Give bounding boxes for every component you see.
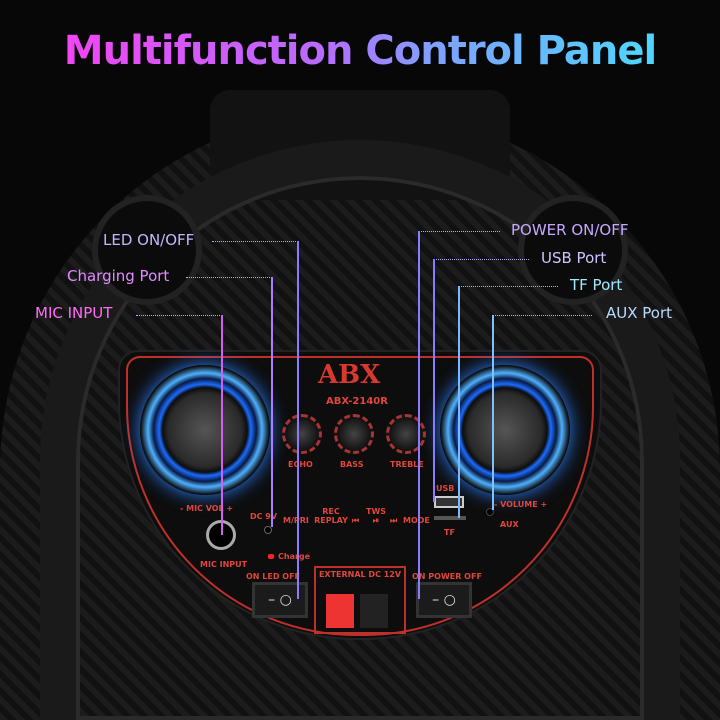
black-terminal[interactable] [360, 594, 388, 628]
tf-callout-hline [458, 286, 558, 288]
external-dc-label: EXTERNAL DC 12V [318, 570, 402, 579]
echo-knob[interactable] [282, 414, 322, 454]
power-callout-line [418, 231, 420, 599]
volume-knob[interactable] [440, 365, 570, 495]
model-number: ABX-2140R [326, 396, 388, 407]
aux-callout-hline [492, 315, 592, 317]
callout-aux-port: AUX Port [606, 304, 673, 322]
mic-volume-knob[interactable] [140, 365, 270, 495]
aux-callout-line [492, 315, 494, 510]
aux-label: AUX [500, 520, 519, 529]
usb-port[interactable] [434, 496, 464, 508]
power-switch-label: ON POWER OFF [412, 572, 482, 581]
volume-label: - VOLUME + [494, 500, 548, 509]
charge-led-icon [268, 554, 274, 559]
usb-label: USB [436, 484, 455, 493]
tf-slot[interactable] [434, 516, 466, 520]
treble-knob[interactable] [386, 414, 426, 454]
usb-callout-hline [433, 259, 529, 261]
tf-label: TF [444, 528, 455, 537]
charging-callout-hline [186, 277, 272, 279]
callout-power: POWER ON/OFF [511, 221, 629, 239]
led-callout-line [297, 241, 299, 599]
aux-port[interactable] [486, 508, 494, 516]
button-mpri[interactable]: M/PRI [283, 516, 309, 525]
dc-label: DC 9V [250, 512, 278, 521]
button-prev[interactable]: ⏮ [352, 516, 360, 525]
callout-mic-input: MIC INPUT [35, 304, 113, 322]
mic-callout-line [221, 315, 223, 535]
left-hole [92, 195, 202, 305]
power-callout-hline [418, 231, 500, 233]
button-mode[interactable]: MODE [403, 516, 430, 525]
led-switch[interactable]: – ○ [252, 582, 308, 618]
bass-knob[interactable] [334, 414, 374, 454]
power-switch[interactable]: – ○ [416, 582, 472, 618]
page-title: Multifunction Control Panel [0, 28, 720, 74]
bass-label: BASS [340, 460, 364, 469]
mic-vol-label: - MIC VOL + [180, 504, 234, 513]
external-dc-terminal[interactable] [314, 566, 406, 634]
led-callout-hline [212, 241, 298, 243]
callout-tf-port: TF Port [570, 276, 623, 294]
usb-callout-line [433, 259, 435, 502]
callout-usb-port: USB Port [541, 249, 607, 267]
mic-input-label: MIC INPUT [200, 560, 248, 569]
button-tws-play[interactable]: TWS ⏯ [366, 507, 387, 525]
callout-led: LED ON/OFF [103, 231, 195, 249]
callout-charging-port: Charging Port [67, 267, 170, 285]
button-next[interactable]: ⏭ [390, 516, 398, 525]
button-rec-replay[interactable]: REC REPLAY [314, 507, 348, 525]
led-switch-label: ON LED OFF [246, 572, 300, 581]
red-terminal[interactable] [326, 594, 354, 628]
tf-callout-line [458, 286, 460, 518]
treble-label: TREBLE [390, 460, 424, 469]
mic-callout-hline [136, 315, 222, 317]
brand-logo: ABX [318, 360, 381, 390]
charge-label: Charge [278, 552, 311, 561]
dc-port[interactable] [264, 526, 272, 534]
charging-callout-line [271, 277, 273, 527]
echo-label: ECHO [288, 460, 313, 469]
